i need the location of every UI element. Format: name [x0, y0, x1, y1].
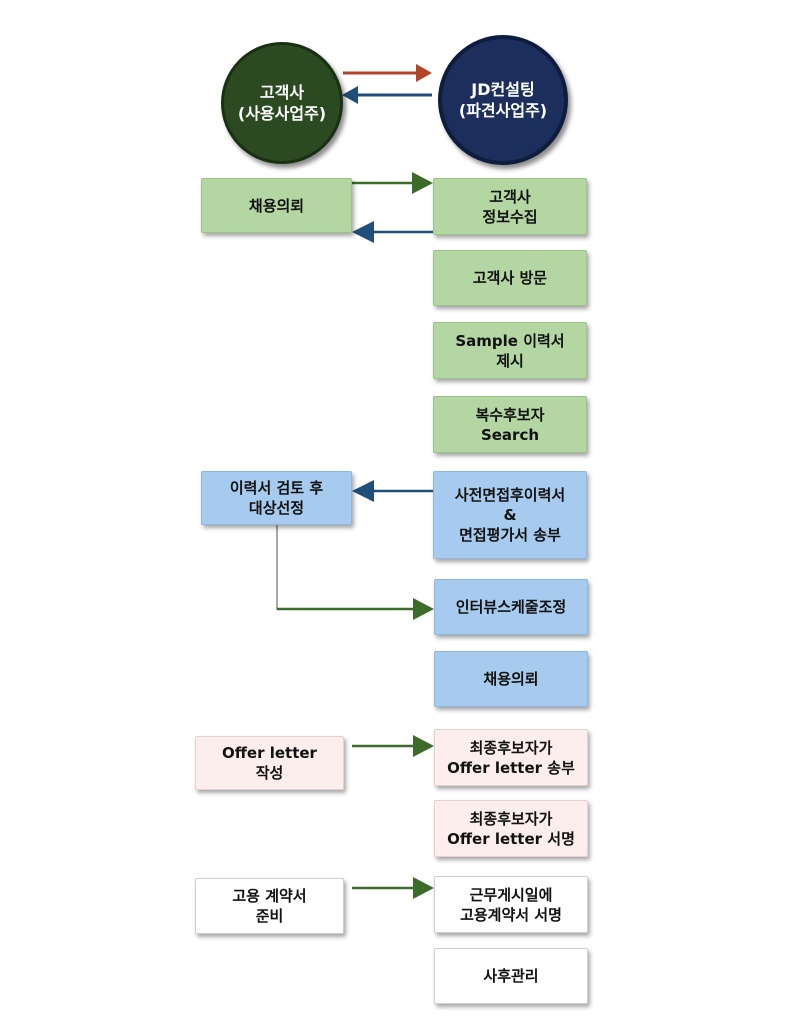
box-send-offer-line-2: Offer letter 송부 — [447, 758, 575, 777]
box-schedule: 인터뷰스케줄조정 — [434, 579, 588, 635]
box-search: 복수후보자 Search — [433, 396, 587, 453]
box-hire-request-2-line-1: 채용의뢰 — [483, 670, 539, 688]
consulting-circle-line-1: JD컨설팅 — [471, 80, 535, 99]
box-aftercare: 사후관리 — [434, 948, 588, 1004]
box-sample-resume: Sample 이력서 제시 — [433, 322, 587, 379]
box-collect-info-line-1: 고객사 — [489, 187, 531, 206]
arrow-consulting-to-client — [342, 86, 432, 104]
box-send-resume-line-1: 사전면접후이력서 — [454, 486, 566, 504]
box-search-line-1: 복수후보자 — [475, 405, 545, 424]
box-send-offer-line-1: 최종후보자가 — [469, 738, 553, 757]
box-contract-prep-line-1: 고용 계약서 — [232, 887, 307, 905]
box-resume-review-line-2: 대상선정 — [248, 499, 305, 517]
arrow-client-to-consulting — [343, 64, 432, 82]
arrow-send-resume-to-review — [352, 480, 433, 502]
box-resume-review-line-1: 이력서 검토 후 — [229, 479, 324, 497]
box-hire-request-line-1: 채용의뢰 — [248, 196, 305, 215]
box-sign-offer-line-2: Offer letter 서명 — [447, 829, 575, 848]
box-sign-offer-line-1: 최종후보자가 — [469, 809, 553, 828]
box-sign-contract: 근무게시일에 고용계약서 서명 — [434, 876, 588, 933]
box-sign-offer: 최종후보자가 Offer letter 서명 — [434, 800, 588, 857]
consulting-circle-line-2: (파견사업주) — [458, 101, 548, 120]
box-contract-prep-line-2: 준비 — [255, 907, 284, 925]
box-search-line-2: Search — [480, 425, 540, 444]
arrow-contract-to-sign — [352, 877, 434, 899]
client-circle: 고객사 (사용사업주) — [221, 42, 343, 164]
arrow-collect-to-hire-request — [352, 221, 433, 243]
box-send-resume-line-3: 면접평가서 송부 — [459, 526, 561, 544]
arrow-offer-letter-to-send — [352, 735, 434, 757]
client-circle-line-1: 고객사 — [259, 83, 305, 102]
box-hire-request-2: 채용의뢰 — [434, 651, 588, 707]
box-sign-contract-line-2: 고용계약서 서명 — [460, 905, 562, 924]
box-aftercare-line-1: 사후관리 — [483, 967, 539, 985]
box-offer-letter: Offer letter 작성 — [195, 736, 344, 790]
box-offer-letter-line-2: 작성 — [255, 764, 284, 782]
box-schedule-line-1: 인터뷰스케줄조정 — [455, 598, 567, 616]
box-send-resume: 사전면접후이력서 & 면접평가서 송부 — [433, 471, 587, 559]
box-collect-info: 고객사 정보수집 — [433, 178, 587, 235]
arrow-hire-request-to-collect — [352, 172, 433, 194]
consulting-circle: JD컨설팅 (파견사업주) — [438, 35, 568, 165]
box-sample-resume-line-1: Sample 이력서 — [455, 331, 565, 350]
box-resume-review: 이력서 검토 후 대상선정 — [201, 471, 352, 525]
box-collect-info-line-2: 정보수집 — [482, 207, 538, 226]
arrow-review-to-schedule — [276, 525, 434, 620]
client-circle-line-2: (사용사업주) — [237, 104, 327, 123]
box-send-resume-line-2: & — [503, 506, 517, 524]
box-visit-line-1: 고객사 방문 — [472, 269, 548, 287]
box-contract-prep: 고용 계약서 준비 — [195, 878, 344, 934]
box-sample-resume-line-2: 제시 — [496, 351, 524, 370]
box-offer-letter-line-1: Offer letter — [222, 744, 317, 762]
box-visit: 고객사 방문 — [433, 250, 587, 306]
box-hire-request: 채용의뢰 — [201, 178, 352, 233]
box-send-offer: 최종후보자가 Offer letter 송부 — [434, 729, 588, 786]
box-sign-contract-line-1: 근무게시일에 — [469, 885, 553, 904]
